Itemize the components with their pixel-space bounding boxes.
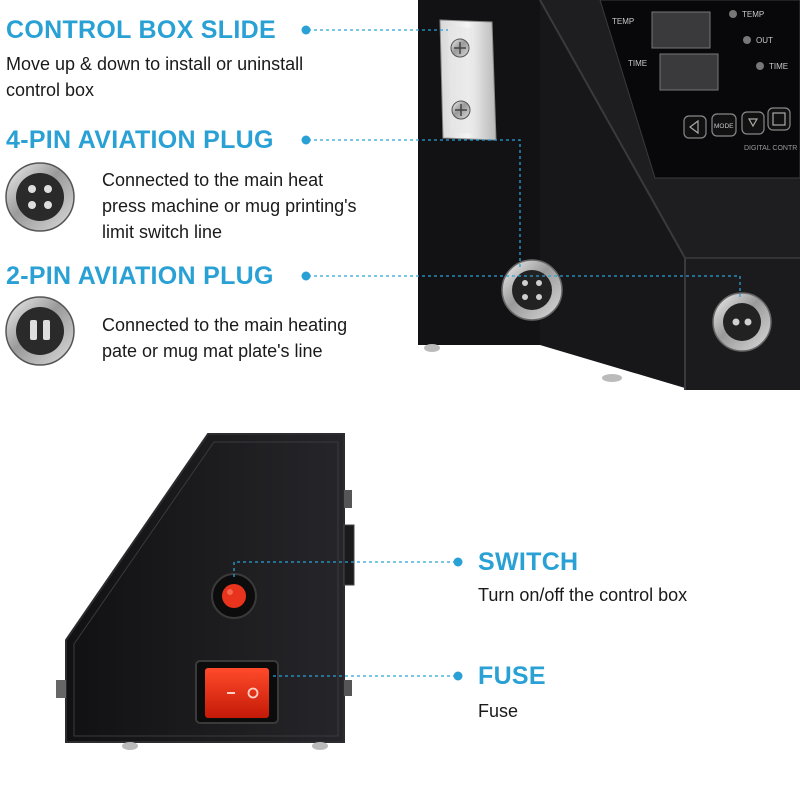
fuse-desc: Fuse <box>478 701 519 721</box>
desc-line: Connected to the main heat <box>102 170 324 190</box>
temp-left-label: TEMP <box>612 17 634 26</box>
temp-indicator-led <box>729 10 737 18</box>
switch-title: SWITCH <box>478 548 579 576</box>
digital-display-panel: TEMP TIME TEMP OUT TIME MODE DIGITAL CON… <box>599 0 800 179</box>
time-indicator-led <box>756 62 764 70</box>
fuse-rocker[interactable] <box>195 660 279 724</box>
fuse-title: FUSE <box>478 662 546 690</box>
control-box-slide-title: CONTROL BOX SLIDE <box>6 16 276 44</box>
leader-four-pin <box>308 139 521 270</box>
desc-line: limit switch line <box>102 222 223 242</box>
power-switch[interactable] <box>211 573 257 619</box>
desc-line: press machine or mug printing's <box>102 196 357 216</box>
time-left-label: TIME <box>628 59 647 68</box>
temp-right-label: TEMP <box>742 10 764 19</box>
mode-button[interactable] <box>711 113 737 137</box>
desc-line: Move up & down to install or uninstall <box>6 54 304 74</box>
leader-switch <box>233 561 456 580</box>
desc-line: control box <box>6 80 95 100</box>
two-pin-plug-thumbnail <box>5 296 75 366</box>
time-display <box>659 53 719 91</box>
callout-dots <box>301 25 463 681</box>
four-pin-socket-on-box <box>501 259 563 321</box>
mode-label: MODE <box>714 123 734 130</box>
two-pin-socket-on-box <box>712 292 772 352</box>
four-pin-plug-thumbnail <box>5 162 75 232</box>
out-label: OUT <box>756 36 773 45</box>
down-arrow-icon <box>747 118 759 128</box>
left-arrow-icon <box>689 119 699 135</box>
four-pin-plug-title: 4-PIN AVIATION PLUG <box>6 126 274 154</box>
out-indicator-led <box>743 36 751 44</box>
desc-line: pate or mug mat plate's line <box>102 341 323 361</box>
leader-two-pin <box>308 275 741 300</box>
four-pin-plug-desc: Connected to the main heat press machine… <box>102 167 357 245</box>
square-icon <box>772 112 786 126</box>
brand-label: DIGITAL CONTR <box>744 145 797 152</box>
right-button[interactable] <box>767 107 791 131</box>
desc-line: Connected to the main heating <box>102 315 348 335</box>
left-button[interactable] <box>683 115 707 139</box>
control-box-slide-bracket <box>439 19 497 141</box>
temp-display <box>651 11 711 49</box>
switch-desc: Turn on/off the control box <box>478 585 688 605</box>
two-pin-plug-desc: Connected to the main heating pate or mu… <box>102 312 347 364</box>
down-button[interactable] <box>741 111 765 135</box>
callout-leader-lines <box>233 29 741 677</box>
time-right-label: TIME <box>769 62 788 71</box>
two-pin-plug-title: 2-PIN AVIATION PLUG <box>6 262 274 290</box>
control-box-slide-desc: Move up & down to install or uninstall c… <box>6 51 303 103</box>
